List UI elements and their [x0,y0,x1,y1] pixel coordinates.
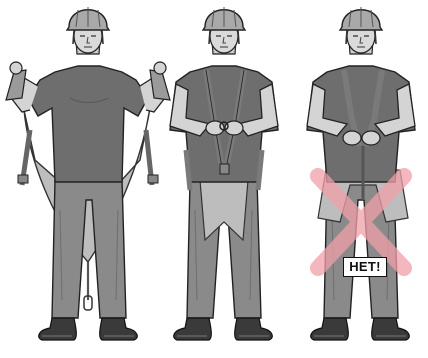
figure-wrong-way [307,7,415,340]
figure-fasten-harness [170,7,278,340]
figure-hold-sling [6,7,170,340]
prohibited-label: НЕТ! [343,257,387,277]
